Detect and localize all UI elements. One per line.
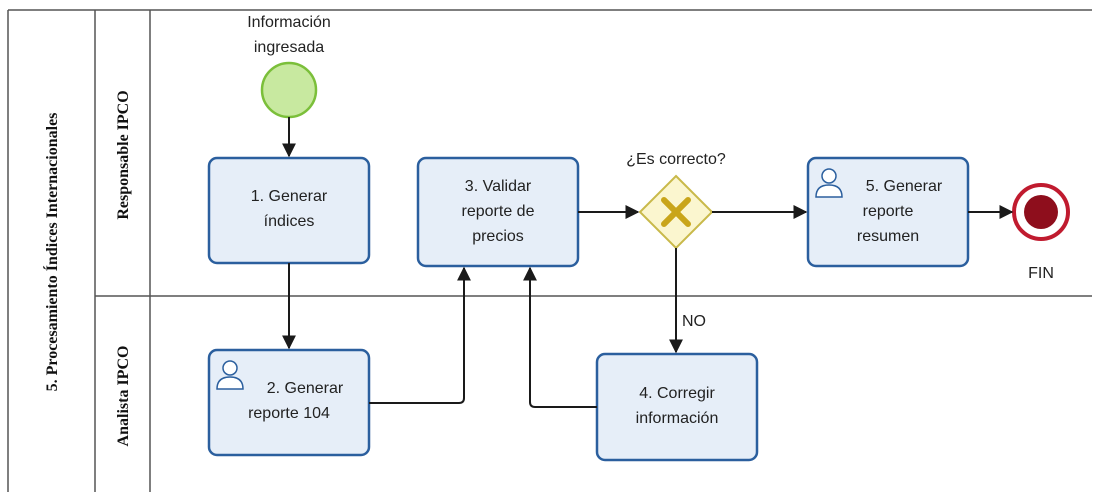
task-2-label-line-1: 2. Generar bbox=[267, 380, 344, 397]
task-5: 5. Generar reporte resumen bbox=[806, 156, 970, 268]
task-5-label-line-3: resumen bbox=[857, 228, 919, 245]
lane-label-analista-ipco: Analista IPCO bbox=[115, 346, 132, 447]
task-3: 3. Validar reporte de precios bbox=[416, 156, 580, 268]
gateway-question-label: ¿Es correcto? bbox=[626, 151, 726, 168]
start-event bbox=[260, 61, 318, 119]
start-event-label-line-2: ingresada bbox=[254, 39, 324, 56]
task-3-label-line-2: reporte de bbox=[462, 203, 535, 220]
task-1: 1. Generar índices bbox=[207, 156, 371, 265]
end-event bbox=[1012, 183, 1070, 241]
task-2: 2. Generar reporte 104 bbox=[207, 348, 371, 457]
task-5-label-line-1: 5. Generar bbox=[866, 178, 943, 195]
flow-task-4-to-task-3 bbox=[523, 266, 597, 408]
end-event-label: FIN bbox=[1028, 265, 1054, 282]
task-4-label-line-1: 4. Corregir bbox=[639, 385, 715, 402]
sequence-flows bbox=[282, 117, 1014, 408]
task-3-label-line-3: precios bbox=[472, 228, 524, 245]
task-4: 4. Corregir información bbox=[595, 352, 759, 462]
exclusive-gateway bbox=[638, 174, 714, 250]
task-3-label-line-1: 3. Validar bbox=[465, 178, 532, 195]
pool-frame bbox=[7, 9, 1092, 492]
x-icon bbox=[661, 197, 691, 227]
task-4-label-line-2: información bbox=[636, 410, 719, 427]
task-5-label-line-2: reporte bbox=[863, 203, 914, 220]
user-icon bbox=[815, 168, 843, 198]
start-event-label-line-1: Información bbox=[247, 14, 331, 31]
lane-label-responsable-ipco: Responsable IPCO bbox=[115, 90, 132, 219]
task-1-label-line-2: índices bbox=[264, 213, 315, 230]
flow-task-2-to-task-3 bbox=[369, 266, 471, 404]
gateway-no-label: NO bbox=[682, 313, 706, 330]
user-icon bbox=[216, 360, 244, 390]
pool-title: 5. Procesamiento Índices Internacionales bbox=[42, 113, 61, 392]
task-2-label-line-2: reporte 104 bbox=[248, 405, 330, 422]
task-1-label-line-1: 1. Generar bbox=[251, 188, 328, 205]
